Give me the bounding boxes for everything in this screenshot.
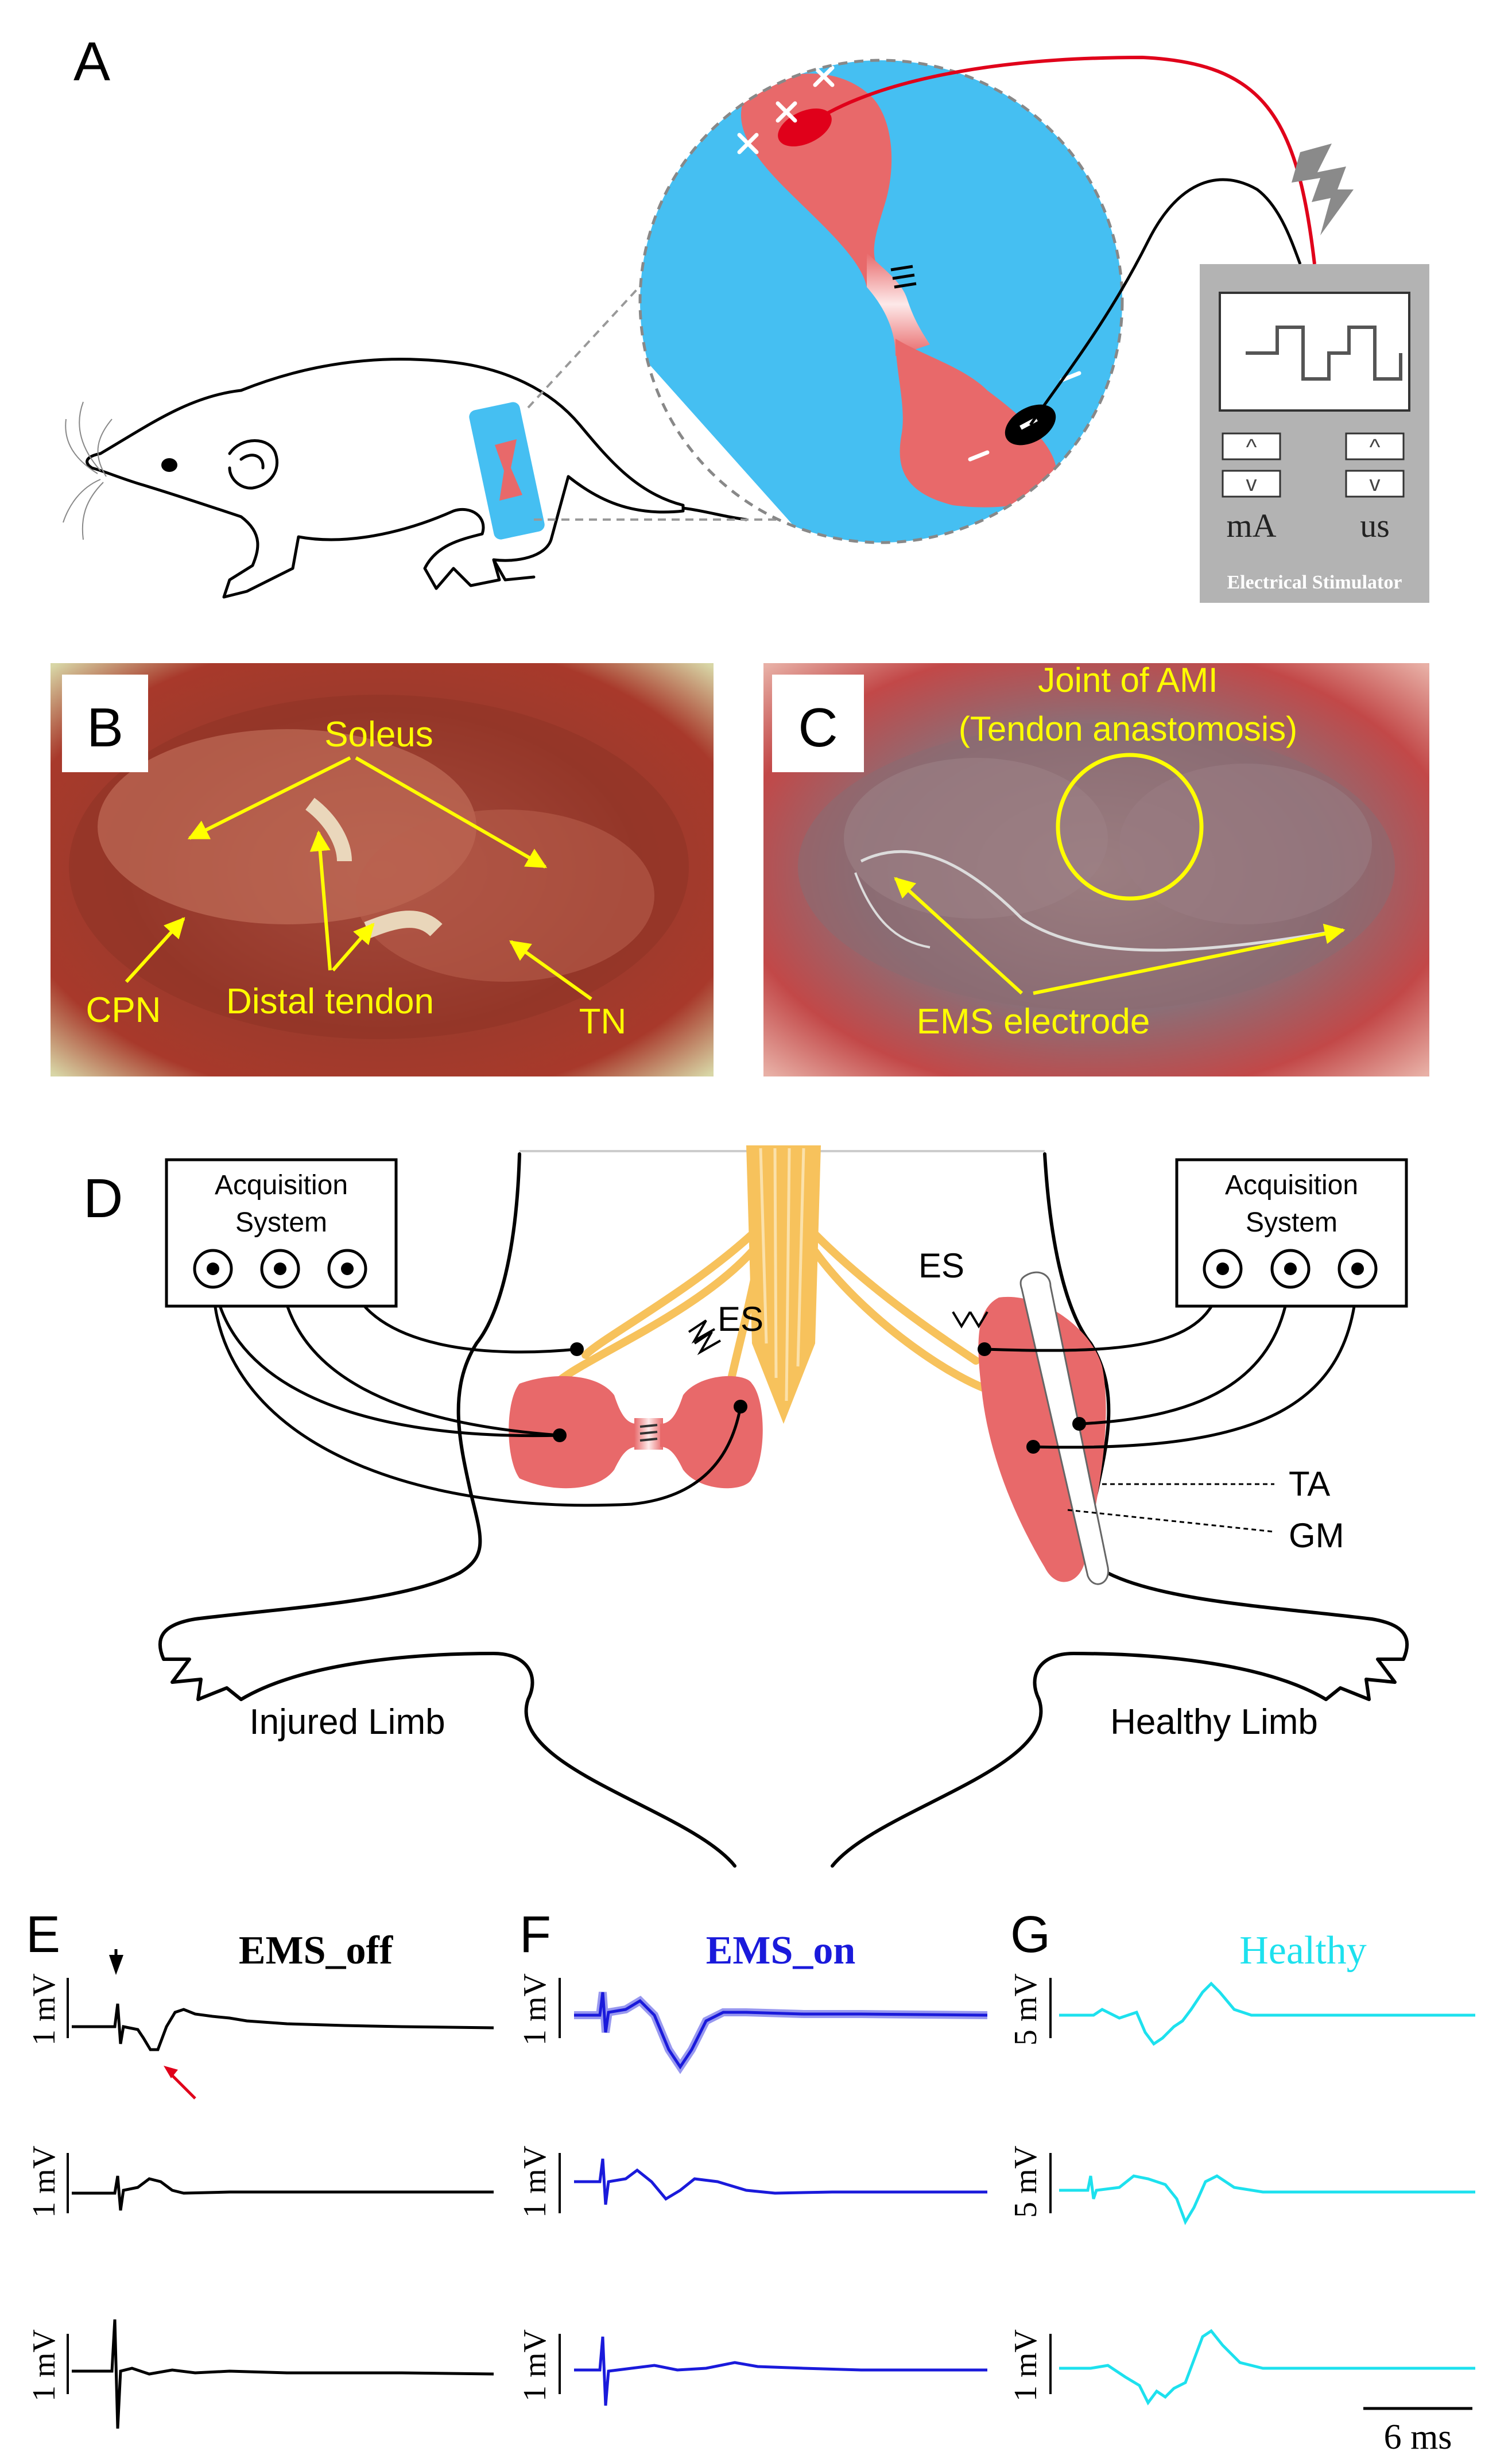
rat-illustration [86,358,748,599]
panel-e: E EMS_off 1 mV 1 mV 1 mV [26,1906,494,2429]
acq-left-line2: System [235,1207,327,1238]
label-soleus: Soleus [324,715,433,754]
ma-up-button[interactable] [1222,432,1281,460]
scale-f-3: 1 mV [517,2329,553,2402]
label-tn: TN [579,1002,627,1041]
ma-up-glyph: ^ [1246,435,1257,460]
trace-g-2 [1059,2174,1475,2225]
panel-b-letter: B [87,697,123,758]
es-stimulation-marks [688,1311,988,1356]
trace-e-3 [72,2319,494,2429]
us-up-button[interactable] [1345,432,1405,460]
panel-c: C Joint of AMI (Tendon anastomosis) EMS … [763,661,1429,1076]
trace-f-1-mean [574,1992,988,2070]
ma-down-glyph: v [1246,472,1257,496]
panel-g: G Healthy 5 mV 5 mV 1 mV 6 ms [1008,1906,1475,2457]
panel-d: D [83,1145,1409,1868]
label-joint-line2: (Tendon anastomosis) [959,710,1297,748]
us-down-button[interactable] [1345,470,1405,498]
implant-small [469,402,545,540]
label-gm: GM [1289,1516,1344,1555]
injured-limb-muscles [509,1376,763,1489]
trace-f-3 [574,2336,987,2406]
stimulator-label: Electrical Stimulator [1227,572,1402,593]
label-es-left: ES [718,1300,763,1338]
acquisition-system-right: Acquisition System [1175,1158,1408,1308]
panel-e-title: EMS_off [239,1928,393,1973]
pulse-waveform-icon [1246,326,1402,381]
panel-f: F EMS_on 1 mV 1 mV 1 mV [517,1906,988,2406]
time-scale-label: 6 ms [1384,2418,1452,2457]
panel-e-letter: E [26,1906,60,1964]
electrode-dots [553,1342,1086,1454]
trace-e-1 [72,2003,494,2051]
label-injured-limb: Injured Limb [249,1702,445,1742]
panel-a: A [63,31,1429,603]
label-ems-electrode: EMS electrode [917,1002,1150,1041]
label-joint-line1: Joint of AMI [1038,661,1218,699]
us-up-glyph: ^ [1370,435,1381,460]
scale-g-1: 5 mV [1008,1973,1044,2046]
trace-g-3 [1059,2329,1475,2406]
label-cpn: CPN [86,990,161,1030]
rat-eye [161,458,177,472]
magnified-inset [638,59,1124,544]
joint-circle [1056,753,1204,901]
red-lead [804,55,1316,265]
panel-g-letter: G [1010,1906,1050,1964]
healthy-limb-muscles [978,1271,1110,1585]
response-arrow [168,2071,196,2100]
body-outline [158,1152,1409,1868]
panel-d-letter: D [83,1168,123,1229]
trace-g-1 [1059,1981,1475,2046]
label-distal-tendon: Distal tendon [226,982,434,1021]
scale-g-3: 1 mV [1008,2329,1044,2402]
acquisition-system-left: Acquisition System [165,1158,398,1308]
trace-e-2 [72,2175,494,2211]
scale-e-3: 1 mV [26,2329,62,2402]
ma-unit-label: mA [1227,507,1277,544]
panel-f-title: EMS_on [706,1928,856,1973]
panel-a-letter: A [73,31,110,92]
electrical-stimulator: ^ v ^ v mA us Electrical Stimulator [1200,264,1429,603]
label-healthy-limb: Healthy Limb [1110,1702,1318,1742]
acq-left-line1: Acquisition [215,1170,348,1200]
scale-f-2: 1 mV [517,2146,553,2218]
lightning-icon [1292,144,1354,235]
us-unit-label: us [1360,507,1390,544]
trace-f-2 [574,2158,987,2205]
acq-right-line1: Acquisition [1225,1170,1358,1200]
scale-g-2: 5 mV [1008,2146,1044,2218]
label-ta: TA [1289,1465,1330,1503]
ma-down-button[interactable] [1222,470,1281,498]
acq-right-line2: System [1246,1207,1337,1238]
response-arrow-head [164,2066,178,2078]
scale-e-2: 1 mV [26,2146,62,2218]
panel-f-letter: F [519,1906,551,1964]
black-lead [1029,178,1302,426]
rat-whiskers [63,401,113,540]
us-down-glyph: v [1370,472,1381,496]
label-es-right: ES [918,1246,964,1285]
panel-c-letter: C [798,697,838,758]
scale-f-1: 1 mV [517,1973,553,2046]
panel-b: B Soleus CPN Distal tendon TN [51,663,714,1076]
scale-e-1: 1 mV [26,1973,62,2046]
spinal-cord [746,1145,821,1424]
panel-g-title: Healthy [1239,1928,1367,1973]
